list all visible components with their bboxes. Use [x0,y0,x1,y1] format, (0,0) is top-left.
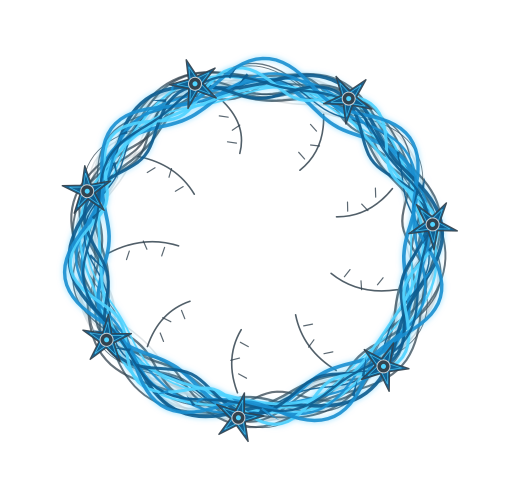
thorn-barb [303,323,314,327]
thorn-spike [260,407,280,421]
star-knots-layer [61,59,459,443]
thorn-spike [351,378,358,397]
thorn-spike [421,177,425,189]
thorn-spike [186,394,196,407]
star-knot-icon [322,75,373,125]
thorn-barb [168,168,173,178]
thorn-spike [112,347,131,352]
thorn-barb [309,123,318,132]
thorn-barb [226,141,238,144]
star-knot-icon [168,59,218,110]
thorn-barb [159,332,165,342]
star-knot-icon [82,313,133,363]
thorn-barb [180,309,186,320]
star-core [346,96,352,102]
thorn-barb [308,339,315,348]
thorn-spike [155,389,169,395]
thorn-barb [174,186,184,192]
thorn-spike [151,99,167,103]
thorn-barb [161,246,166,257]
thorn-barb [360,280,363,291]
star-core [235,415,241,421]
thorn-barb [162,317,172,323]
star-knot-icon [215,392,265,443]
blue-strand [96,77,419,417]
inner-thorn [146,300,191,348]
thorn-spike [238,73,249,85]
thorn-spike [112,162,118,179]
star-core [84,188,90,194]
thorn-barb [238,373,248,379]
thorn-spike [282,411,301,421]
inner-thorn [330,272,399,292]
thorn-barb [231,124,241,131]
thorn-spike [258,409,271,417]
thorn-barb [310,144,321,147]
inner-thorn [137,155,196,195]
star-core [192,81,198,87]
thorn-spike [228,67,237,79]
star-knot-icon [360,342,410,393]
star-core [381,363,386,369]
inner-thorn [335,187,394,218]
thorn-spike [91,207,104,220]
inner-thorn [294,314,337,372]
thorn-spike [88,254,106,271]
inner-thorn [299,113,325,171]
thorn-barb [361,203,369,212]
thorn-spike [422,233,429,245]
thorn-barb [376,277,384,286]
star-knot-icon [408,202,459,251]
inner-thorn [107,240,180,255]
star-core [430,221,436,227]
thorn-barb [125,250,130,261]
inner-thorns-layer [107,100,399,394]
thorn-barb [146,167,156,174]
thorn-barb [343,269,351,278]
inner-thorn [230,328,242,394]
star-core [104,337,110,343]
thorn-barb [230,357,241,361]
thorn-barb [323,351,334,355]
thorn-barb [218,115,229,118]
star-knot-icon [61,165,112,214]
blue-strand [62,56,444,423]
thorn-barb [239,341,249,348]
thorn-spike [423,269,433,280]
thorn-spike [196,396,207,404]
thorn-spike [363,118,370,132]
inner-thorn [222,100,243,155]
thorn-spike [396,151,400,163]
thorn-barb [142,240,148,250]
thorn-spike [361,355,367,377]
thorn-barb [298,151,306,160]
thorn-spike [412,190,419,209]
thorn-spike [117,130,128,136]
